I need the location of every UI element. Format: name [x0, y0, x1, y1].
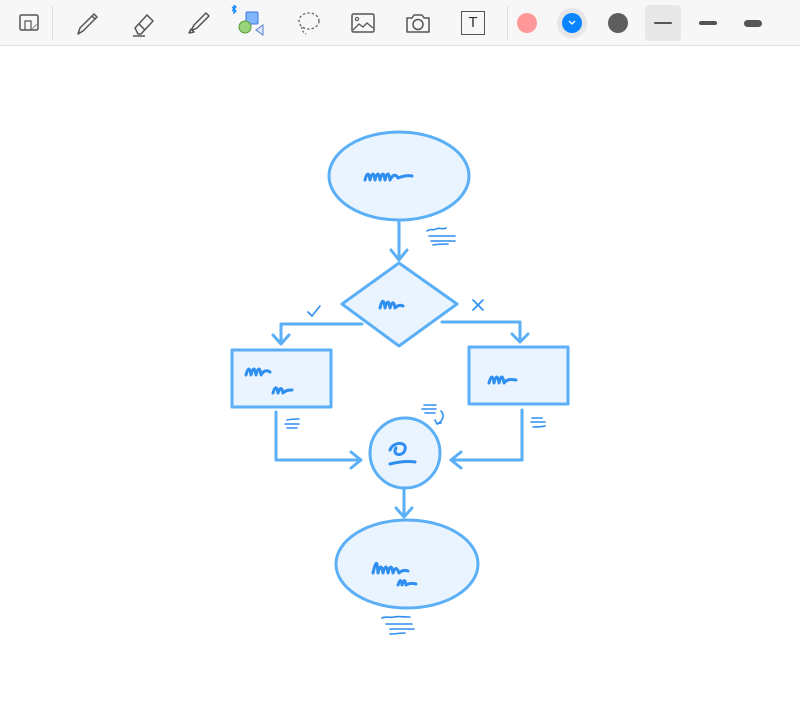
camera-tool-button[interactable] [400, 5, 436, 41]
start-ellipse [327, 130, 471, 222]
page-layout-button[interactable] [11, 5, 47, 41]
stroke-width-thick[interactable] [735, 5, 771, 41]
text-tool-button[interactable]: T [455, 5, 491, 41]
pen-icon [77, 13, 98, 35]
divider [52, 6, 53, 40]
eraser-tool-button[interactable] [125, 5, 161, 41]
lasso-tool-button[interactable] [290, 5, 326, 41]
pen-tool-button[interactable] [69, 5, 105, 41]
divider [507, 6, 508, 40]
shapes-icon [231, 5, 264, 36]
eraser-icon [133, 14, 154, 37]
page-layout-icon [19, 14, 39, 31]
text-tool-glyph: T [468, 14, 478, 31]
toolbar: T [0, 0, 800, 46]
arrows [271, 220, 530, 519]
color-swatch-blue[interactable] [554, 5, 590, 41]
shapes-tool-button[interactable] [230, 5, 270, 41]
image-tool-button[interactable] [345, 5, 381, 41]
drawing-canvas[interactable] [0, 47, 800, 706]
annotation-marks [284, 227, 546, 635]
text-box-icon: T [461, 11, 485, 35]
handwritten-scribbles [244, 172, 518, 587]
right-process-box [467, 345, 570, 406]
stroke-width-thin[interactable] [645, 5, 681, 41]
highlighter-icon [188, 12, 210, 34]
chevron-down-icon [568, 20, 576, 25]
bluetooth-icon [231, 5, 237, 15]
image-icon [351, 13, 375, 33]
highlighter-tool-button[interactable] [180, 5, 216, 41]
color-swatch-gray[interactable] [600, 5, 636, 41]
flowchart-drawing [230, 130, 570, 635]
color-swatch-pink[interactable] [509, 5, 545, 41]
stroke-width-medium[interactable] [690, 5, 726, 41]
left-process-box [230, 348, 333, 409]
end-ellipse [334, 518, 480, 610]
lasso-icon [298, 12, 320, 35]
camera-icon [406, 14, 430, 33]
